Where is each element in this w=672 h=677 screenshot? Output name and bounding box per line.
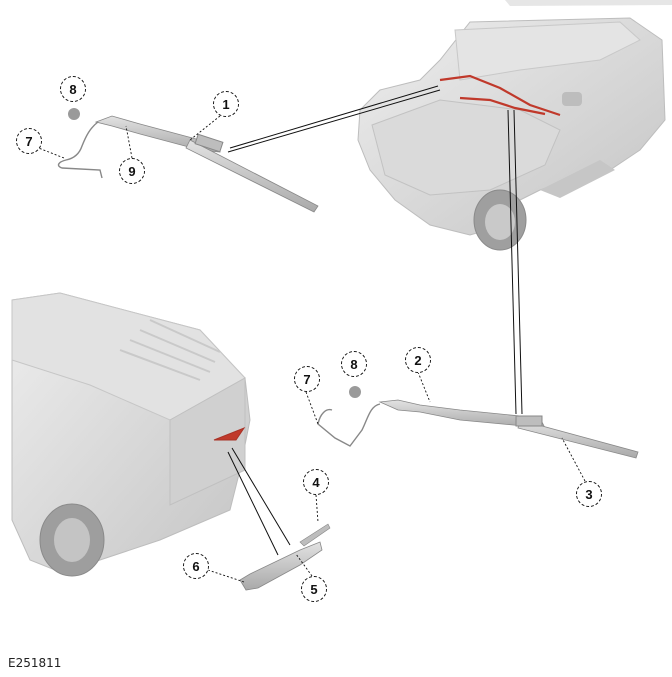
callout-4: 4 [303,469,329,495]
rear-wiper-assembly [227,447,331,591]
callout-1: 1 [213,91,239,117]
rear-vehicle-view [11,292,251,577]
front-vehicle-view [357,0,672,251]
callout-7-front-right: 7 [294,366,320,392]
front-wiper-assembly-2 [317,109,639,459]
figure-id: E251811 [8,656,62,670]
callout-5: 5 [301,576,327,602]
callout-7-front-left: 7 [16,128,42,154]
callout-8-left: 8 [60,76,86,102]
callout-3: 3 [576,481,602,507]
front-wiper-assembly-1 [57,85,441,213]
callout-8-right: 8 [341,351,367,377]
callout-9: 9 [119,158,145,184]
callout-6: 6 [183,553,209,579]
leader-lines [35,115,586,583]
callout-2: 2 [405,347,431,373]
